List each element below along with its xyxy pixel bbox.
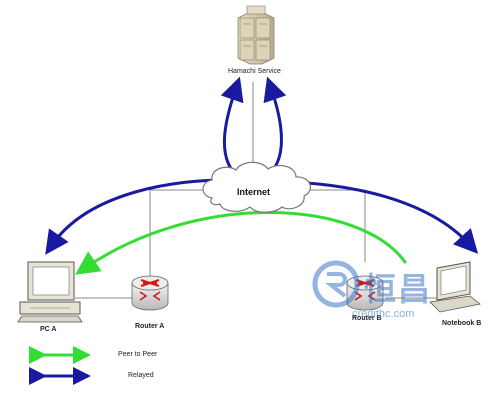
pc-icon — [17, 261, 83, 323]
internet-label: Internet — [237, 187, 271, 197]
relayed-path-up-right — [263, 76, 287, 180]
server-label: Hamachi Service — [228, 68, 281, 75]
pc-a-label: PC A — [40, 326, 57, 333]
legend-peer-to-peer-label: Peer to Peer — [118, 351, 158, 358]
watermark-logo: 恒昌 credithc.com — [312, 258, 472, 328]
internet-cloud — [202, 161, 312, 213]
peer-to-peer-path — [75, 211, 407, 275]
legend — [29, 346, 91, 385]
legend-relayed-label: Relayed — [128, 372, 154, 379]
notebook-b-label: Notebook B — [442, 320, 482, 327]
watermark-subtext: credithc.com — [352, 308, 415, 320]
notebook-icon — [429, 261, 481, 313]
relayed-path-up-left — [220, 76, 244, 180]
server-icon — [237, 5, 275, 65]
watermark-emblem-icon — [312, 260, 360, 308]
router-b-label: Router B — [352, 315, 382, 322]
router-a-icon — [131, 275, 169, 311]
router-a-label: Router A — [135, 323, 165, 330]
watermark-text: 恒昌 — [364, 270, 433, 308]
internet-router-a-link — [149, 189, 213, 283]
relayed-path-to-pc — [45, 178, 227, 255]
